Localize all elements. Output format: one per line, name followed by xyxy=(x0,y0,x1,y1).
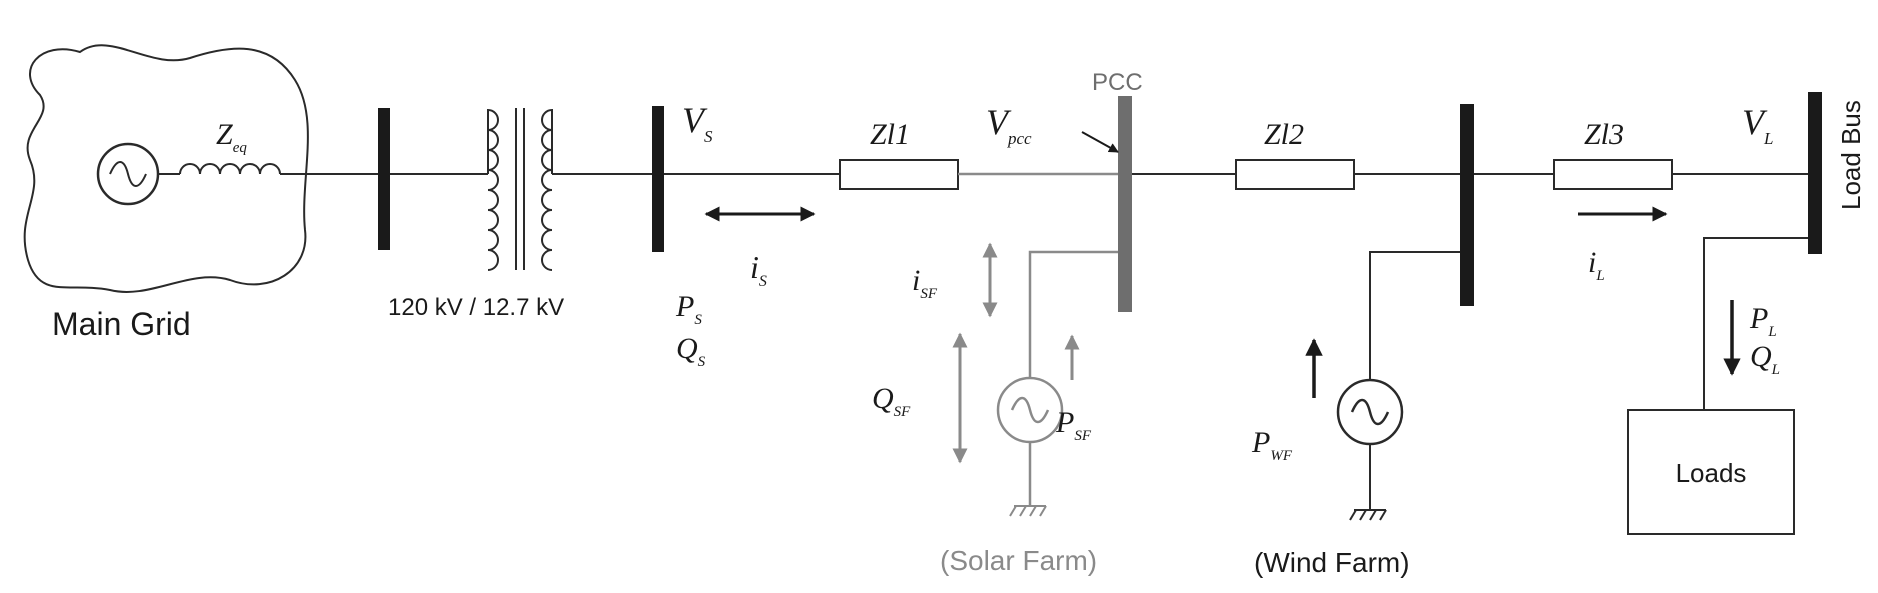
bus-bar-s xyxy=(652,106,664,252)
vl-label: VL xyxy=(1742,102,1773,148)
main-grid-boundary xyxy=(25,45,308,292)
impedance-zl1 xyxy=(840,160,958,189)
is-label: iS xyxy=(750,249,767,290)
wind-farm-label: (Wind Farm) xyxy=(1254,547,1410,578)
vs-label: VS xyxy=(682,100,713,146)
wire xyxy=(1370,252,1460,380)
qsf-label: QSF xyxy=(872,382,911,420)
transformer-icon xyxy=(488,108,552,270)
psf-label: PSF xyxy=(1055,406,1092,444)
loads-label: Loads xyxy=(1676,458,1747,488)
pcc-label: PCC xyxy=(1092,69,1143,96)
zl1-label: Zl1 xyxy=(870,118,910,151)
zl3-label: Zl3 xyxy=(1584,118,1624,151)
isf-label: iSF xyxy=(912,264,938,302)
ground-icon xyxy=(1010,506,1046,516)
wind-farm: PWF (Wind Farm) xyxy=(1251,252,1460,578)
pl-label: PL xyxy=(1749,302,1777,340)
zl2-label: Zl2 xyxy=(1264,118,1304,151)
bus-bar-wind xyxy=(1460,104,1474,306)
sine-wave-icon xyxy=(110,162,146,186)
ql-label: QL xyxy=(1750,340,1780,378)
vpcc-label: Vpcc xyxy=(986,102,1032,148)
ps-label: PS xyxy=(675,290,702,328)
ground-icon xyxy=(1350,510,1386,520)
impedance-zl3 xyxy=(1554,160,1672,189)
bus-bar-1 xyxy=(378,108,390,250)
pwf-label: PWF xyxy=(1251,426,1293,464)
wire xyxy=(1030,252,1118,378)
main-grid-label: Main Grid xyxy=(52,306,191,342)
bus-bar-pcc xyxy=(1118,96,1132,312)
zeq-label: Zeq xyxy=(216,118,247,156)
load-bus-label: Load Bus xyxy=(1836,100,1866,210)
solar-farm-label: (Solar Farm) xyxy=(940,545,1097,576)
vpcc-pointer-arrow xyxy=(1082,132,1118,152)
bus-bar-load xyxy=(1808,92,1822,254)
qs-label: QS xyxy=(676,332,706,370)
il-label: iL xyxy=(1588,246,1605,284)
sine-wave-icon xyxy=(1352,400,1388,424)
transformer-rating-label: 120 kV / 12.7 kV xyxy=(388,294,564,321)
impedance-zl2 xyxy=(1236,160,1354,189)
main-grid: Zeq Main Grid xyxy=(25,45,384,342)
inductor-zeq-icon xyxy=(180,164,280,174)
solar-farm: iSF QSF PSF (Solar Farm) xyxy=(872,244,1118,576)
sine-wave-icon xyxy=(1012,398,1048,422)
